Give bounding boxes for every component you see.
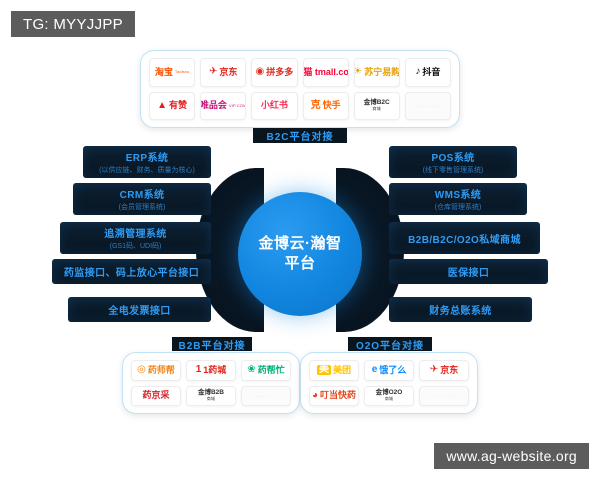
platform-logo-label: 苏宁易购: [364, 66, 400, 77]
platform-logo-label: 抖音: [422, 66, 441, 77]
platform-logo-mark: ✈: [429, 364, 439, 376]
platform-logo-sublabel: VIP.COM: [228, 102, 247, 108]
section-label-b2c: B2C平台对接: [253, 128, 347, 143]
platform-logo-mark: ✈: [209, 66, 218, 78]
platform-logo-label: 1药城: [203, 364, 227, 375]
module-subtitle: (会员管理系统): [118, 204, 166, 211]
module-title: CRM系统: [119, 190, 165, 201]
module-subtitle: (GS1码、UDI码): [109, 243, 162, 250]
platform-logo[interactable]: ✈京东: [200, 58, 247, 87]
section-label-o2o: O2O平台对接: [348, 337, 432, 352]
platform-logo-label: 天猫 tmall.com: [303, 66, 349, 77]
platform-logo-mark: ❀: [247, 364, 256, 376]
module-left-2: 追溯管理系统 (GS1码、UDI码): [60, 222, 211, 254]
platform-logo-mark: ◕: [311, 389, 319, 401]
platform-logo-mark: ▲: [157, 99, 168, 111]
platform-logo-mark: 克: [310, 99, 321, 111]
platform-logo-label: 唯品会: [200, 100, 227, 111]
platform-logo[interactable]: ☀苏宁易购: [353, 58, 400, 87]
platform-logo[interactable]: 药京采: [131, 385, 181, 406]
platform-logo-label: 小红书: [260, 100, 288, 111]
watermark-top-left: TG: MYYJJPP: [11, 11, 135, 37]
center-hub: 金博云·瀚智 平台: [238, 192, 362, 316]
platform-logo-mark: ♪: [415, 66, 421, 78]
module-right-2: B2B/B2C/O2O私域商城: [389, 222, 540, 254]
platform-logo-sublabel: 商城: [206, 396, 216, 402]
platform-logo[interactable]: 天猫 tmall.com: [302, 58, 349, 87]
module-right-0: POS系统 (线下零售管理系统): [389, 146, 517, 178]
module-left-0: ERP系统 (以供应链、财务、质量为核心): [83, 146, 211, 178]
platform-logo-mark: ☀: [353, 66, 363, 78]
platform-logo[interactable]: ......: [419, 385, 469, 406]
section-label-b2b: B2B平台对接: [172, 337, 252, 352]
platform-logo-label: 药师帮: [147, 364, 175, 375]
module-title: 全电发票接口: [108, 306, 171, 317]
module-title: POS系统: [431, 153, 475, 164]
platform-logo-sublabel: 商城: [372, 106, 381, 112]
module-subtitle: (线下零售管理系统): [422, 167, 484, 174]
platform-logo-label: 快手: [322, 100, 341, 111]
module-title: ERP系统: [125, 153, 169, 164]
module-title: 药监接口、码上放心平台接口: [63, 268, 200, 279]
platform-logo-mark: ◎: [137, 364, 146, 376]
module-subtitle: (以供应链、财务、质量为核心): [99, 167, 195, 174]
platform-logo[interactable]: ◎药师帮: [131, 360, 181, 381]
module-title: WMS系统: [434, 190, 482, 201]
platform-logo[interactable]: ......: [241, 385, 291, 406]
platform-logo-sublabel: Taobao: [174, 69, 190, 75]
platform-logo[interactable]: ◕叮当快药: [309, 385, 359, 406]
platform-logo-label: 京东: [440, 364, 459, 375]
platform-logo[interactable]: ◉拼多多: [251, 58, 298, 87]
center-hub-line1: 金博云·瀚智: [258, 234, 342, 252]
platform-logo-label: 药帮忙: [257, 364, 285, 375]
module-title: 追溯管理系统: [104, 229, 167, 240]
platform-logo[interactable]: 小红书: [251, 91, 298, 120]
platform-logo-label: 药京采: [142, 390, 170, 401]
platform-logo-mark: ◉: [255, 66, 265, 78]
platform-logo[interactable]: 美美团: [309, 360, 359, 381]
module-subtitle: (仓库管理系统): [434, 204, 482, 211]
platform-logo-sublabel: 商城: [384, 396, 394, 402]
module-right-4: 财务总账系统: [389, 297, 532, 322]
module-left-3: 药监接口、码上放心平台接口: [52, 259, 211, 284]
platform-logo-label: 有赞: [169, 100, 188, 111]
module-title: 医保接口: [447, 268, 490, 279]
platform-logo-label: 饿了么: [379, 364, 407, 375]
module-title: B2B/B2C/O2O私域商城: [408, 234, 521, 246]
watermark-bottom-right: www.ag-website.org: [434, 443, 589, 469]
module-right-1: WMS系统 (仓库管理系统): [389, 183, 527, 215]
module-right-3: 医保接口: [389, 259, 548, 284]
platform-logo-label: 美团: [332, 364, 351, 375]
module-left-1: CRM系统 (会员管理系统): [73, 183, 211, 215]
platform-logo[interactable]: 克快手: [302, 91, 349, 120]
platform-logo-label: 京东: [219, 66, 238, 77]
platform-logo[interactable]: ......: [404, 91, 451, 120]
platform-logo-label: 叮当快药: [320, 390, 357, 401]
platform-logo-mark: e: [371, 364, 378, 376]
module-left-4: 全电发票接口: [68, 297, 211, 322]
platform-logo-label: 金博B2B: [197, 389, 224, 397]
platform-logo-label: 金博B2C: [363, 99, 390, 107]
platform-logo-label: 拼多多: [266, 66, 294, 77]
platform-logo-label: 淘宝: [154, 66, 173, 77]
module-title: 财务总账系统: [429, 306, 492, 317]
platform-logo-mark: 1: [195, 364, 202, 376]
platform-logo-mark: 美: [316, 364, 331, 376]
platform-logo[interactable]: ❀药帮忙: [241, 360, 291, 381]
platform-logo-label: 金博O2O: [375, 389, 403, 397]
platform-logo[interactable]: ✈京东: [419, 360, 469, 381]
platform-logo[interactable]: ▲有赞: [149, 91, 196, 120]
platform-logo[interactable]: ♪抖音: [404, 58, 451, 87]
center-hub-line2: 平台: [284, 255, 316, 272]
